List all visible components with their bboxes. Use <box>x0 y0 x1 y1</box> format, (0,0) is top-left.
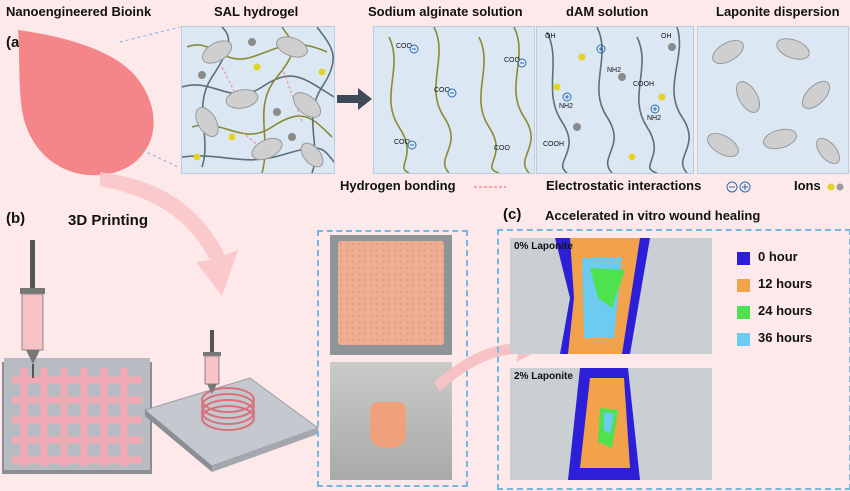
hydrogel-square <box>338 241 444 345</box>
legend-label-3: 36 hours <box>758 330 813 345</box>
lap0-label: 0% Laponite <box>514 241 573 252</box>
legend-swatch-0 <box>737 252 750 265</box>
scaffold-grid <box>12 368 142 466</box>
hydrogel-cylinder <box>370 402 406 448</box>
printed-square-photo <box>330 235 452 355</box>
positive-charge-icon <box>650 104 660 114</box>
electrostatic-label: Electrostatic interactions <box>546 178 702 193</box>
connector-line-top <box>119 26 181 43</box>
printing-label: 3D Printing <box>68 212 149 229</box>
positive-charge-icon <box>596 44 606 54</box>
dam-panel: OH OH NH2 NH2 NH2 COOH COOH <box>536 26 694 174</box>
laponite-disc-icon <box>762 128 798 150</box>
hydrogen-bonding-label: Hydrogen bonding <box>340 178 456 193</box>
printed-cylinder-photo <box>330 362 452 480</box>
sal-hydrogel-panel <box>181 26 335 174</box>
connector-line-bottom <box>141 149 181 169</box>
oh-label: OH <box>545 33 556 40</box>
positive-charge-icon <box>562 92 572 102</box>
wound-overlay-2 <box>568 368 640 480</box>
laponite-disc-icon <box>707 132 739 158</box>
healing-title: Accelerated in vitro wound healing <box>545 208 761 223</box>
title-alginate: Sodium alginate solution <box>368 4 523 19</box>
laponite-disc-icon <box>735 81 761 113</box>
legend-label-0: 0 hour <box>758 249 798 264</box>
legend-swatch-1 <box>737 279 750 292</box>
negative-charges <box>407 44 527 150</box>
laponite-disc-icon <box>712 39 744 65</box>
legend-swatch-2 <box>737 306 750 319</box>
oh-label: OH <box>661 33 672 40</box>
coo-label: COO <box>434 87 450 94</box>
syringe-icon <box>203 330 221 394</box>
coo-label: COO <box>494 145 510 152</box>
laponite-disc-icon <box>816 137 840 165</box>
wound-image-0 <box>510 238 712 354</box>
curved-arrow-icon <box>100 172 238 296</box>
ring-platform <box>143 377 320 467</box>
title-laponite: Laponite dispersion <box>716 4 840 19</box>
laponite-disc-icon <box>776 38 810 60</box>
lap2-label: 2% Laponite <box>514 371 573 382</box>
legend-label-1: 12 hours <box>758 276 813 291</box>
coo-label: COO <box>394 139 410 146</box>
alginate-chains <box>388 27 532 173</box>
cooh-label: COOH <box>543 141 564 148</box>
alginate-panel: COO COO COO COO COO <box>373 26 535 174</box>
nh2-label: NH2 <box>559 103 574 110</box>
laponite-panel <box>697 26 849 174</box>
negative-charge-icon <box>517 58 527 68</box>
title-sal-hydrogel: SAL hydrogel <box>214 4 299 19</box>
negative-charge-icon <box>447 88 457 98</box>
wound-overlay-0 <box>555 238 650 354</box>
ions-label: Ions <box>794 178 821 193</box>
coo-label: COO <box>504 57 520 64</box>
laponite-discs <box>707 38 840 165</box>
laponite-disc-icon <box>801 80 831 110</box>
wound-image-2 <box>510 368 712 480</box>
nh2-label: NH2 <box>647 115 662 122</box>
panel-label-b: (b) <box>6 210 26 227</box>
dam-chains <box>546 27 690 173</box>
droplet-icon <box>18 30 154 176</box>
title-dam: dAM solution <box>566 4 649 19</box>
nh2-label: NH2 <box>607 67 622 74</box>
legend-swatch-3 <box>737 333 750 346</box>
negative-charge-icon <box>409 44 419 54</box>
negative-charge-icon <box>407 140 417 150</box>
sal-network <box>182 27 334 173</box>
panel-label-c: (c) <box>503 206 522 223</box>
title-bioink: Nanoengineered Bioink <box>6 4 152 19</box>
cooh-label: COOH <box>633 81 654 88</box>
legend-label-2: 24 hours <box>758 303 813 318</box>
positive-charges <box>562 44 660 114</box>
printed-ring <box>201 387 255 431</box>
coo-label: COO <box>396 43 412 50</box>
syringe-icon <box>20 240 45 378</box>
